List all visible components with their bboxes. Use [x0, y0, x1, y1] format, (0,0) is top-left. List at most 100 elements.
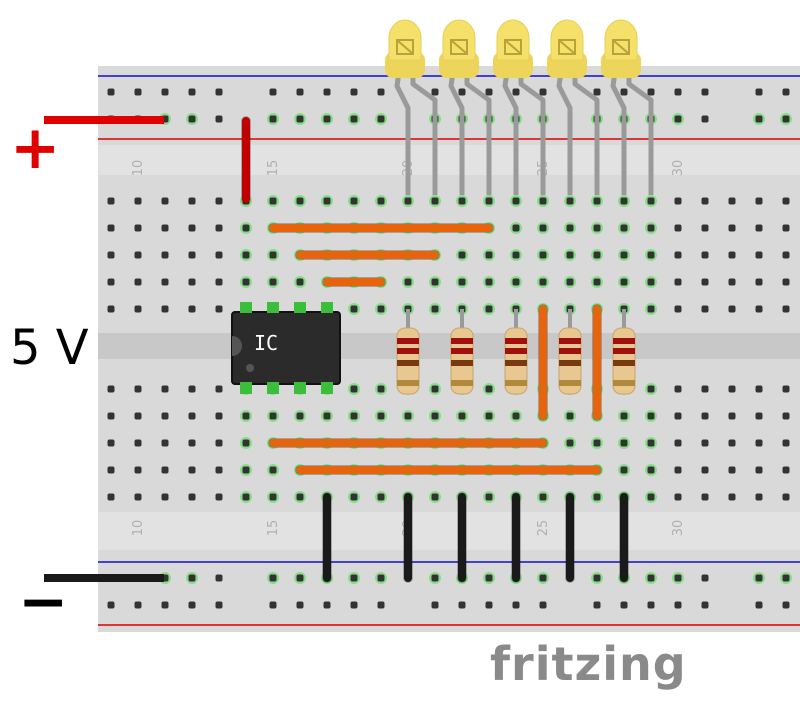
breadboard-hole [269, 574, 277, 582]
breadboard-hole [188, 493, 196, 501]
breadboard-hole [269, 493, 277, 501]
breadboard-hole [647, 385, 655, 393]
breadboard-hole [782, 412, 790, 420]
plus-terminal-label: + [10, 113, 61, 183]
breadboard-hole [701, 278, 709, 286]
breadboard-hole [323, 115, 331, 123]
breadboard-hole [782, 305, 790, 313]
breadboard-hole [755, 115, 763, 123]
breadboard-hole [350, 115, 358, 123]
breadboard-hole [728, 493, 736, 501]
breadboard-hole [782, 493, 790, 501]
breadboard-hole [242, 278, 250, 286]
breadboard-hole [161, 466, 169, 474]
leds[interactable] [385, 19, 654, 195]
breadboard-hole [242, 224, 250, 232]
breadboard-hole [134, 305, 142, 313]
label-strip-top [98, 145, 800, 175]
breadboard-hole [755, 224, 763, 232]
breadboard-hole [107, 493, 115, 501]
breadboard-hole [728, 251, 736, 259]
resistor-band [397, 380, 419, 386]
breadboard-hole [485, 305, 493, 313]
breadboard-hole [701, 305, 709, 313]
power-leads [44, 116, 164, 582]
breadboard-hole [674, 574, 682, 582]
led-die-line [505, 40, 521, 54]
breadboard-hole [107, 278, 115, 286]
breadboard-hole [377, 385, 385, 393]
resistor-band [559, 380, 581, 386]
ic-body [231, 311, 341, 385]
breadboard-hole [377, 574, 385, 582]
breadboard-hole [134, 88, 142, 96]
breadboard-hole [620, 251, 628, 259]
breadboard-hole [782, 385, 790, 393]
breadboard-hole [269, 115, 277, 123]
breadboard-hole [350, 574, 358, 582]
column-number-label: 25 [536, 520, 551, 537]
breadboard-hole [215, 466, 223, 474]
breadboard-hole [755, 385, 763, 393]
breadboard-hole [431, 385, 439, 393]
led-die-line [397, 40, 413, 54]
breadboard-hole [512, 412, 520, 420]
breadboard-hole [728, 439, 736, 447]
breadboard-hole [782, 601, 790, 609]
breadboard-hole [458, 197, 466, 205]
breadboard-hole [701, 574, 709, 582]
breadboard-hole [215, 385, 223, 393]
resistors[interactable] [396, 309, 636, 395]
breadboard-hole [215, 115, 223, 123]
breadboard-hole [701, 197, 709, 205]
breadboard-hole [539, 224, 547, 232]
breadboard-hole [215, 493, 223, 501]
breadboard-hole [161, 251, 169, 259]
breadboard-hole [161, 278, 169, 286]
breadboard-hole [296, 278, 304, 286]
resistor-band [397, 360, 419, 366]
breadboard-hole [107, 601, 115, 609]
breadboard-hole [728, 385, 736, 393]
breadboard-hole [134, 197, 142, 205]
led-leg [502, 71, 519, 195]
breadboard-hole [242, 251, 250, 259]
breadboard-hole [755, 466, 763, 474]
breadboard-hole [593, 197, 601, 205]
led-die-line [559, 40, 575, 54]
breadboard-hole [188, 278, 196, 286]
led-die [450, 39, 468, 55]
resistor-band [613, 380, 635, 386]
breadboard-hole [161, 197, 169, 205]
breadboard-hole [539, 88, 547, 96]
breadboard-hole [647, 574, 655, 582]
breadboard-hole [701, 224, 709, 232]
breadboard-hole [188, 251, 196, 259]
breadboard-hole [161, 88, 169, 96]
breadboard-hole [620, 412, 628, 420]
resistor-band [505, 380, 527, 386]
center-channel [98, 333, 800, 359]
ic-chip[interactable]: IC [231, 302, 341, 394]
breadboard-hole [728, 305, 736, 313]
breadboard-hole [593, 278, 601, 286]
breadboard-hole [512, 251, 520, 259]
ic-pin [267, 302, 279, 313]
breadboard-hole [755, 251, 763, 259]
breadboard-hole [134, 278, 142, 286]
led-die [504, 39, 522, 55]
breadboard-hole [161, 305, 169, 313]
breadboard-hole [404, 278, 412, 286]
breadboard-hole [377, 115, 385, 123]
breadboard-hole [377, 197, 385, 205]
breadboard-hole [188, 385, 196, 393]
breadboard-hole [485, 601, 493, 609]
label-strip-bottom [98, 512, 800, 550]
breadboard-hole [377, 305, 385, 313]
breadboard-hole [134, 466, 142, 474]
led-leg [394, 71, 411, 195]
breadboard-hole [350, 412, 358, 420]
breadboard-hole [296, 197, 304, 205]
breadboard-hole [269, 601, 277, 609]
breadboard-hole [107, 466, 115, 474]
